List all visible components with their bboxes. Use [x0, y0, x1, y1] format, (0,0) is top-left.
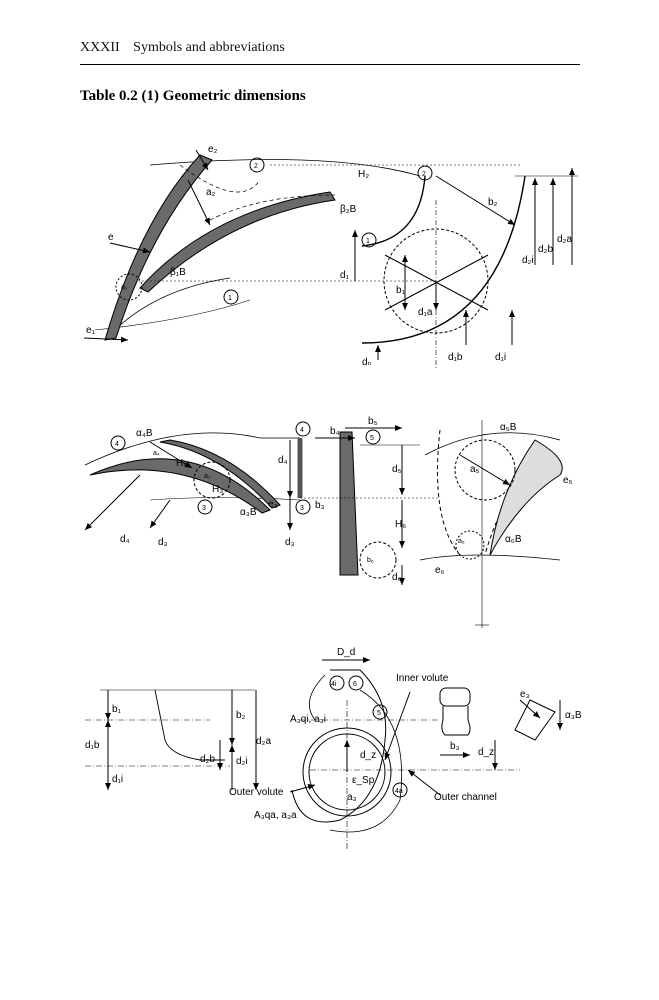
label-d2b: d₂b — [538, 244, 553, 255]
circle-label-3: 3 — [202, 505, 206, 512]
label-b5: b₅ — [368, 416, 378, 427]
label-b1: b₁ — [396, 285, 406, 296]
label-alpha3b-volute: α₃B — [565, 710, 582, 721]
circle-label-1b: 1 — [366, 238, 370, 245]
impeller-blade-view — [83, 149, 520, 343]
label-d2b-volute: d₂b — [200, 754, 215, 765]
circle-label-4a: 4a — [395, 788, 403, 795]
label-beta2b: β₂B — [340, 204, 357, 215]
circle-label-5: 5 — [370, 435, 374, 442]
label-dz: d_z — [360, 750, 376, 761]
label-e2: e₂ — [208, 144, 218, 155]
header-rule — [80, 64, 580, 65]
label-d2a: d₂a — [557, 234, 572, 245]
label-d3: d₃ — [158, 537, 168, 548]
label-b2: b₂ — [488, 197, 498, 208]
label-b4: b₄ — [330, 426, 340, 437]
circle-label-3b: 3 — [300, 505, 304, 512]
label-e3-volute: e₃ — [520, 689, 530, 700]
label-e1: e₁ — [86, 325, 96, 336]
impeller-meridional-view — [352, 165, 578, 370]
label-d4-meridional: d₄ — [278, 455, 288, 466]
page-number: XXXII — [80, 40, 120, 55]
double-volute-view — [289, 657, 520, 850]
label-d3-meridional: d₃ — [285, 537, 295, 548]
circle-label-6: 6 — [353, 681, 357, 688]
label-b1-volute: b₁ — [112, 704, 122, 715]
circle-label-4: 4 — [115, 441, 119, 448]
label-d4: d₄ — [120, 534, 130, 545]
label-h6: H₆ — [395, 519, 406, 530]
label-alpha6b: α₆B — [505, 534, 522, 545]
label-alpha3b: α₃B — [240, 507, 257, 518]
circle-label-4i: 4i — [331, 681, 337, 688]
label-a1: a₁ — [121, 284, 128, 291]
return-vane-view — [419, 420, 563, 628]
circle-label-2: 2 — [254, 163, 258, 170]
label-a6: a₆ — [458, 538, 465, 545]
label-h2: H₂ — [358, 169, 369, 180]
label-dd: D_d — [337, 647, 355, 658]
label-a3qi: A₃qi, a₃i — [290, 714, 326, 725]
label-alpha5b: α₅B — [500, 422, 517, 433]
label-outer-volute: Outer volute — [229, 787, 284, 798]
label-a5: a₅ — [470, 464, 480, 475]
label-d2i-volute: d₂i — [236, 756, 248, 767]
label-e5: e₅ — [563, 475, 573, 486]
label-h4: H₄ — [176, 458, 187, 469]
volute-meridional-left — [85, 689, 259, 790]
label-eps-sp: ε_Sp — [352, 775, 375, 786]
label-dz-right: d_z — [478, 747, 494, 758]
label-beta1b: β₁B — [170, 267, 186, 278]
label-e6: e₆ — [435, 565, 445, 576]
diffuser-meridional-view — [287, 421, 440, 585]
label-a3qa: A₃qa, a₃a — [254, 810, 297, 821]
label-a3-volute: a₃ — [347, 792, 357, 803]
label-d1b: d₁b — [448, 352, 463, 363]
label-inner-volute: Inner volute — [396, 673, 449, 684]
label-b3: b₃ — [315, 500, 325, 511]
label-b2-volute: b₂ — [236, 710, 246, 721]
label-d1a: d₁a — [418, 307, 433, 318]
label-d5: d₅ — [392, 464, 402, 475]
label-dn: dₙ — [362, 357, 372, 368]
label-d6: d₆ — [392, 572, 402, 583]
label-d2i: d₂i — [522, 255, 534, 266]
label-a2: a₂ — [206, 187, 216, 198]
circle-label-4b: 4 — [300, 427, 304, 434]
label-d2a-volute: d₂a — [256, 736, 271, 747]
label-b6: b₆ — [367, 557, 374, 564]
tongue-section-view — [439, 687, 563, 770]
label-a3: a₃ — [204, 473, 211, 480]
label-alpha4b: α₄B — [136, 428, 153, 439]
running-head: Symbols and abbreviations — [133, 40, 285, 55]
label-d1i: d₁i — [495, 352, 506, 363]
label-b3-volute: b₃ — [450, 741, 460, 752]
circle-label-1: 1 — [228, 295, 232, 302]
label-d1b-volute: d₁b — [85, 740, 100, 751]
label-a4: a₄ — [153, 450, 160, 457]
circle-label-2b: 2 — [422, 171, 426, 178]
label-outer-channel: Outer channel — [434, 792, 497, 803]
label-h3: H₃ — [212, 484, 223, 495]
table-title: Table 0.2 (1) Geometric dimensions — [80, 88, 306, 104]
label-e3: e₃ — [268, 499, 278, 510]
label-d1i-volute: d₁i — [112, 774, 123, 785]
label-d1: d₁ — [340, 270, 350, 281]
page-header: XXXII Symbols and abbreviations — [80, 40, 580, 56]
label-e: e — [108, 232, 114, 243]
circle-label-5-volute: 5 — [377, 710, 381, 717]
